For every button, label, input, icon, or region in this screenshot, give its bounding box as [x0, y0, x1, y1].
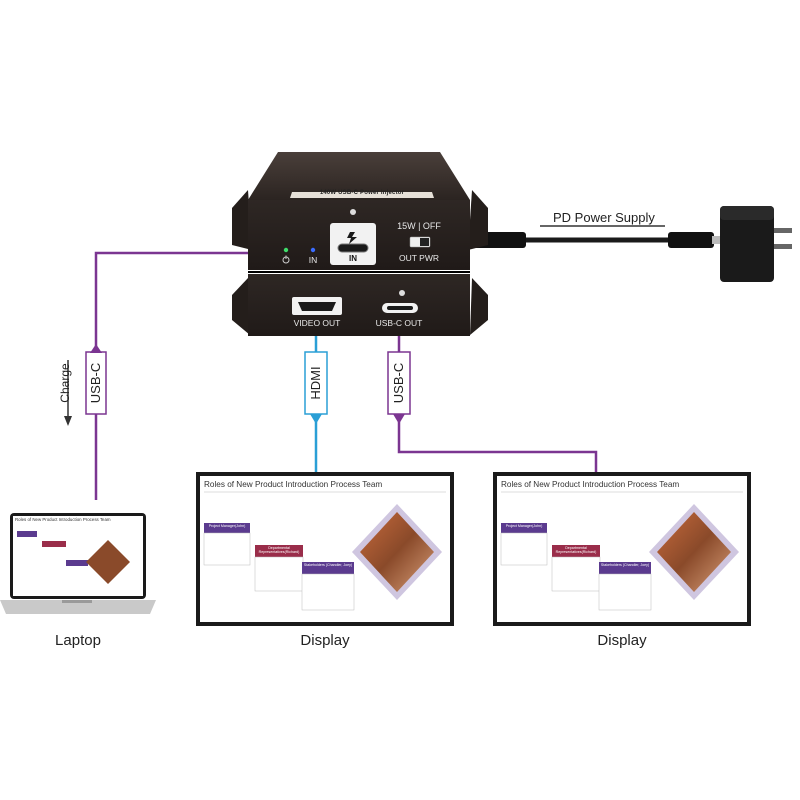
laptop-caption: Laptop — [55, 632, 101, 649]
display-1 — [196, 472, 454, 626]
in-led — [310, 247, 316, 253]
hdmi-tag-label: HDMI — [308, 366, 323, 400]
usbc-out-label: USB-C OUT — [375, 318, 423, 328]
usbc-out-cable — [397, 322, 598, 475]
out-pwr-label: OUT PWR — [399, 253, 439, 263]
pd-power-supply — [720, 206, 792, 282]
display-2 — [493, 472, 751, 626]
display-2-caption: Display — [597, 632, 647, 649]
display-1-role3: Stakeholders (Chandler, Joey) — [303, 563, 353, 567]
video-out-label: VIDEO OUT — [293, 318, 341, 328]
laptop — [0, 513, 156, 614]
display-1-slide-title: Roles of New Product Introduction Proces… — [204, 480, 383, 489]
usbc-in-port-label: IN — [349, 254, 357, 263]
display-2-role2: Departmental Representatives(Richard) — [555, 546, 597, 554]
display-2-role1: Project Manager(John) — [505, 524, 543, 528]
switch-label: 15W | OFF — [397, 221, 441, 231]
laptop-usbc-tag-label: USB-C — [88, 362, 103, 404]
device-top-label: 140W USB-C Power Injector — [319, 190, 405, 196]
display-2-slide-title: Roles of New Product Introduction Proces… — [501, 480, 680, 489]
cable-plug-right — [668, 232, 714, 248]
display-1-role2: Departmental Representatives(Richard) — [258, 546, 300, 554]
power-led — [283, 247, 289, 253]
display-1-caption: Display — [300, 632, 350, 649]
charge-label: Charge — [58, 363, 72, 403]
laptop-slide-title: Roles of New Product Introduction Proces… — [15, 517, 111, 522]
display-2-role3: Stakeholders (Chandler, Joey) — [600, 563, 650, 567]
usbc-out-tag-label: USB-C — [391, 362, 406, 404]
in-led-label: IN — [308, 255, 318, 265]
pd-power-supply-label: PD Power Supply — [553, 210, 655, 225]
power-injector-device — [232, 152, 488, 336]
display-1-role1: Project Manager(John) — [208, 524, 246, 528]
